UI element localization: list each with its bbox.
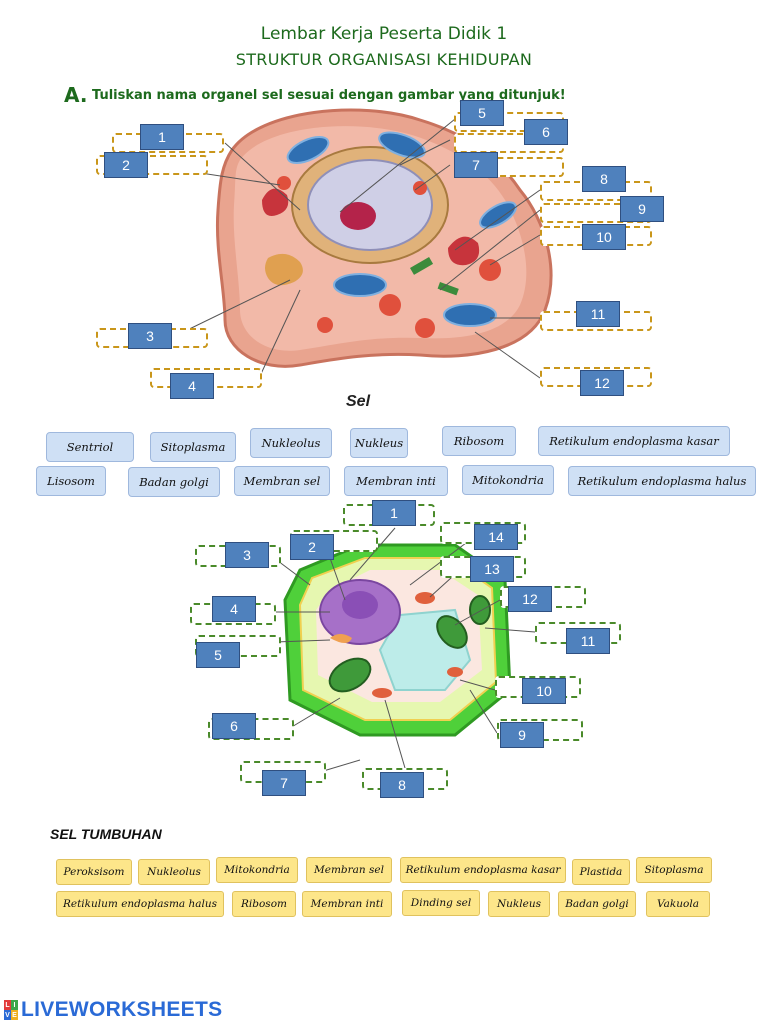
question-letter: A. (64, 83, 88, 107)
label-plant-13: 13 (470, 556, 514, 582)
label-plant-12: 12 (508, 586, 552, 612)
word-chip-peroksisom[interactable]: Peroksisom (56, 859, 132, 885)
word-chip-nukleus-plant[interactable]: Nukleus (488, 891, 550, 917)
label-animal-9: 9 (620, 196, 664, 222)
label-plant-5: 5 (196, 642, 240, 668)
brand-name: LIVEWORKSHEETS (21, 998, 223, 1021)
word-chip-badan-golgi-plant[interactable]: Badan golgi (558, 891, 636, 917)
word-chip-re-halus[interactable]: Retikulum endoplasma halus (568, 466, 756, 496)
label-plant-10: 10 (522, 678, 566, 704)
word-chip-nukleolus[interactable]: Nukleolus (250, 428, 332, 458)
label-animal-4: 4 (170, 373, 214, 399)
label-plant-1: 1 (372, 500, 416, 526)
label-animal-6: 6 (524, 119, 568, 145)
question-instruction: Tuliskan nama organel sel sesuai dengan … (92, 88, 566, 103)
word-chip-mitokondria[interactable]: Mitokondria (462, 465, 554, 495)
label-plant-11: 11 (566, 628, 610, 654)
label-animal-8: 8 (582, 166, 626, 192)
word-chip-nukleus[interactable]: Nukleus (350, 428, 408, 458)
label-plant-2: 2 (290, 534, 334, 560)
plant-cell-illustration (283, 543, 512, 737)
word-chip-sitoplasma[interactable]: Sitoplasma (150, 432, 236, 462)
word-chip-re-kasar-plant[interactable]: Retikulum endoplasma kasar (400, 857, 566, 883)
label-animal-12: 12 (580, 370, 624, 396)
word-chip-re-halus-plant[interactable]: Retikulum endoplasma halus (56, 891, 224, 917)
word-chip-membran-sel[interactable]: Membran sel (234, 466, 330, 496)
word-chip-sentriol[interactable]: Sentriol (46, 432, 134, 462)
word-chip-plastida[interactable]: Plastida (572, 859, 630, 885)
word-chip-ribosom-plant[interactable]: Ribosom (232, 891, 296, 917)
word-chip-vakuola[interactable]: Vakuola (646, 891, 710, 917)
animal-leader-lines (147, 114, 541, 379)
label-animal-11: 11 (576, 301, 620, 327)
label-plant-4: 4 (212, 596, 256, 622)
label-animal-10: 10 (582, 224, 626, 250)
label-animal-5: 5 (460, 100, 504, 126)
word-chip-nukleolus-plant[interactable]: Nukleolus (138, 859, 210, 885)
word-chip-re-kasar[interactable]: Retikulum endoplasma kasar (538, 426, 730, 456)
label-plant-8: 8 (380, 772, 424, 798)
label-plant-14: 14 (474, 524, 518, 550)
plant-section-title: SEL TUMBUHAN (50, 826, 162, 842)
label-animal-7: 7 (454, 152, 498, 178)
label-plant-7: 7 (262, 770, 306, 796)
label-animal-1: 1 (140, 124, 184, 150)
worksheet-title: Lembar Kerja Peserta Didik 1 (260, 24, 508, 44)
label-plant-3: 3 (225, 542, 269, 568)
label-animal-2: 2 (104, 152, 148, 178)
word-chip-dinding-sel[interactable]: Dinding sel (402, 890, 480, 916)
word-chip-lisosom[interactable]: Lisosom (36, 466, 106, 496)
word-chip-membran-sel-plant[interactable]: Membran sel (306, 857, 392, 883)
animal-cell-illustration (215, 108, 553, 368)
label-plant-6: 6 (212, 713, 256, 739)
word-chip-sitoplasma-plant[interactable]: Sitoplasma (636, 857, 712, 883)
label-plant-9: 9 (500, 722, 544, 748)
word-chip-badan-golgi[interactable]: Badan golgi (128, 467, 220, 497)
word-chip-membran-inti[interactable]: Membran inti (344, 466, 448, 496)
label-animal-3: 3 (128, 323, 172, 349)
animal-cell-caption: Sel (346, 393, 371, 410)
word-chip-membran-inti-plant[interactable]: Membran inti (302, 891, 392, 917)
word-chip-ribosom[interactable]: Ribosom (442, 426, 516, 456)
worksheet-subtitle: STRUKTUR ORGANISASI KEHIDUPAN (235, 50, 533, 69)
word-chip-mitokondria-plant[interactable]: Mitokondria (216, 857, 298, 883)
